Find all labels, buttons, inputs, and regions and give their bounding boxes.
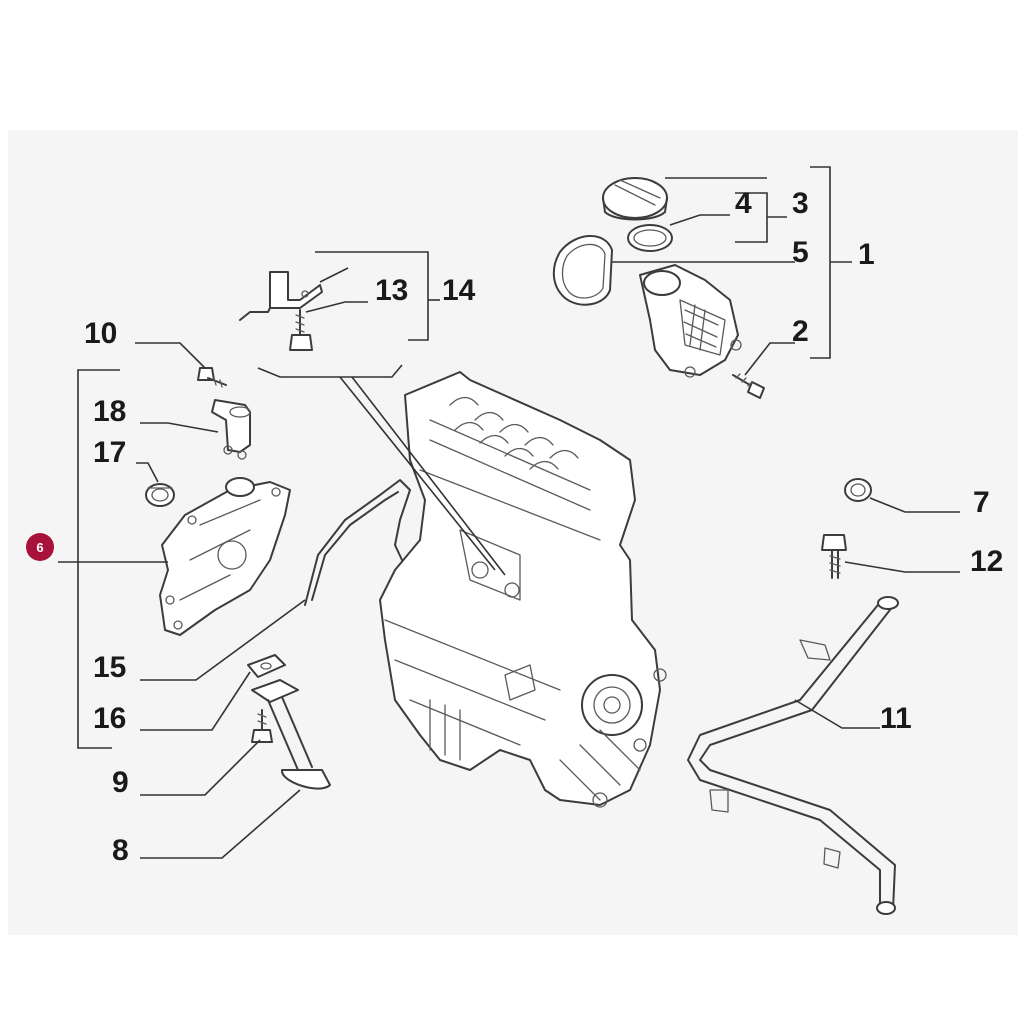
gasket-part-16-hole [260, 662, 272, 670]
callout-4: 4 [735, 187, 752, 220]
gasket-part-15 [304, 479, 411, 606]
gasket-inner [561, 243, 606, 299]
callout-3: 3 [792, 187, 809, 220]
callout-17: 17 [93, 436, 126, 469]
bolt-part-12 [821, 534, 847, 579]
filler-cap-part [602, 177, 668, 221]
callout-18: 18 [93, 395, 126, 428]
callout-10: 10 [84, 317, 117, 350]
bolt-part-10 [197, 367, 227, 388]
plug-part-7 [844, 478, 872, 502]
leader-lines [58, 166, 960, 859]
o-ring-inner [633, 229, 667, 247]
bolt-part-9 [251, 709, 273, 743]
bolt-part-13 [289, 309, 313, 351]
callout-11: 11 [880, 702, 912, 735]
callout-13: 13 [375, 274, 408, 307]
highlighted-callout-6[interactable]: 6 [26, 533, 54, 561]
callout-8: 8 [112, 834, 129, 867]
callout-2: 2 [792, 315, 809, 348]
bolt-part-2 [732, 373, 765, 399]
callout-15: 15 [93, 651, 126, 684]
dipstick-tube-part [251, 679, 331, 790]
coolant-pipe-part [687, 596, 899, 915]
callouts: 1 2 3 4 5 7 8 9 10 11 12 13 14 15 16 17 … [84, 187, 1003, 867]
callout-5: 5 [792, 236, 809, 269]
callout-1: 1 [858, 238, 875, 271]
seal-part-17 [145, 483, 175, 507]
callout-12: 12 [970, 545, 1003, 578]
callout-6[interactable]: 6 [36, 540, 43, 555]
callout-14: 14 [442, 274, 476, 307]
timing-cover-part [159, 477, 291, 636]
callout-6-badge[interactable] [26, 533, 54, 561]
thermostat-housing-part [639, 264, 742, 378]
bracket-part-14 [239, 271, 323, 321]
engine-block [379, 371, 667, 808]
gasket-part [552, 235, 613, 306]
callout-16: 16 [93, 702, 126, 735]
gasket-part-16 [247, 654, 286, 678]
sensor-part-18 [211, 399, 251, 460]
callout-7: 7 [973, 486, 990, 519]
callout-9: 9 [112, 766, 129, 799]
